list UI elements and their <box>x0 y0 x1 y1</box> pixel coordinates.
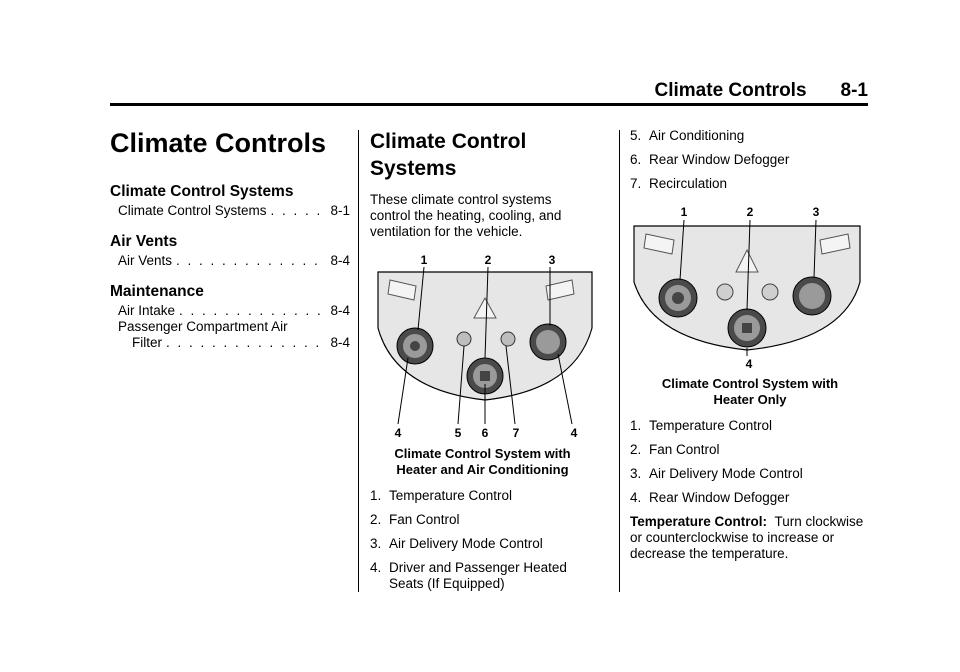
figure-caption: Climate Control System with Heater and A… <box>394 446 571 477</box>
toc-entry[interactable]: Climate Control Systems8-1 <box>110 203 350 219</box>
toc-heading-maintenance: Maintenance <box>110 283 204 300</box>
toc-entry[interactable]: Passenger Compartment Air <box>118 319 288 334</box>
callout-label: 1 <box>421 253 428 267</box>
temperature-control-paragraph: Temperature Control: Turn clockwise or c… <box>630 514 864 561</box>
list-item: 4.Driver and Passenger Heated Seats (If … <box>370 560 567 591</box>
climate-panel-ac-figure: 1 2 3 4 5 6 7 4 <box>377 253 593 440</box>
running-header: Climate Controls 8-1 <box>110 80 869 102</box>
list-item: 6.Rear Window Defogger <box>630 152 790 167</box>
toc-heading-climate: Climate Control Systems <box>110 183 294 200</box>
content-column-3: 5.Air Conditioning 6.Rear Window Defogge… <box>630 128 870 572</box>
header-page-number: 8-1 <box>840 80 868 101</box>
column-divider-2 <box>619 130 620 592</box>
callout-label: 7 <box>513 426 520 440</box>
callout-label: 5 <box>455 426 462 440</box>
list-item: 4.Rear Window Defogger <box>630 490 790 505</box>
list-item: 3.Air Delivery Mode Control <box>370 536 543 551</box>
toc-column: Climate Controls Climate Control Systems… <box>110 120 350 351</box>
toc-heading-air-vents: Air Vents <box>110 233 178 250</box>
list-item: 3.Air Delivery Mode Control <box>630 466 803 481</box>
callout-label: 3 <box>813 205 820 219</box>
callout-label: 1 <box>681 205 688 219</box>
content-column-2: Climate Control Systems These climate co… <box>370 120 595 600</box>
list-item: 2.Fan Control <box>630 442 720 457</box>
list-item: 1.Temperature Control <box>370 488 513 503</box>
callout-label: 4 <box>571 426 578 440</box>
toc-entry[interactable]: Air Intake8-4 <box>110 303 350 319</box>
column-divider-1 <box>358 130 359 592</box>
callout-label: 2 <box>747 205 754 219</box>
list-item: 7.Recirculation <box>630 176 728 191</box>
term-label: Temperature Control: <box>630 514 768 529</box>
figure-caption: Climate Control System with Heater Only <box>661 376 839 407</box>
climate-panel-heater-figure: 1 2 3 4 <box>633 205 861 370</box>
section-title: Climate Control Systems <box>370 130 527 180</box>
callout-label: 2 <box>485 253 492 267</box>
intro-paragraph: These climate control systems control th… <box>370 192 562 239</box>
list-item: 1.Temperature Control <box>630 418 773 433</box>
callout-label: 4 <box>395 426 402 440</box>
list-item: 2.Fan Control <box>370 512 460 527</box>
header-section: Climate Controls <box>654 80 807 101</box>
callout-label: 6 <box>482 426 489 440</box>
toc-entry[interactable]: Filter8-4 <box>110 335 350 351</box>
chapter-title: Climate Controls <box>110 128 327 158</box>
callout-label: 3 <box>549 253 556 267</box>
header-rule <box>110 103 868 106</box>
list-item: 5.Air Conditioning <box>630 128 745 143</box>
toc-entry[interactable]: Air Vents8-4 <box>110 253 350 269</box>
callout-label: 4 <box>746 357 753 370</box>
